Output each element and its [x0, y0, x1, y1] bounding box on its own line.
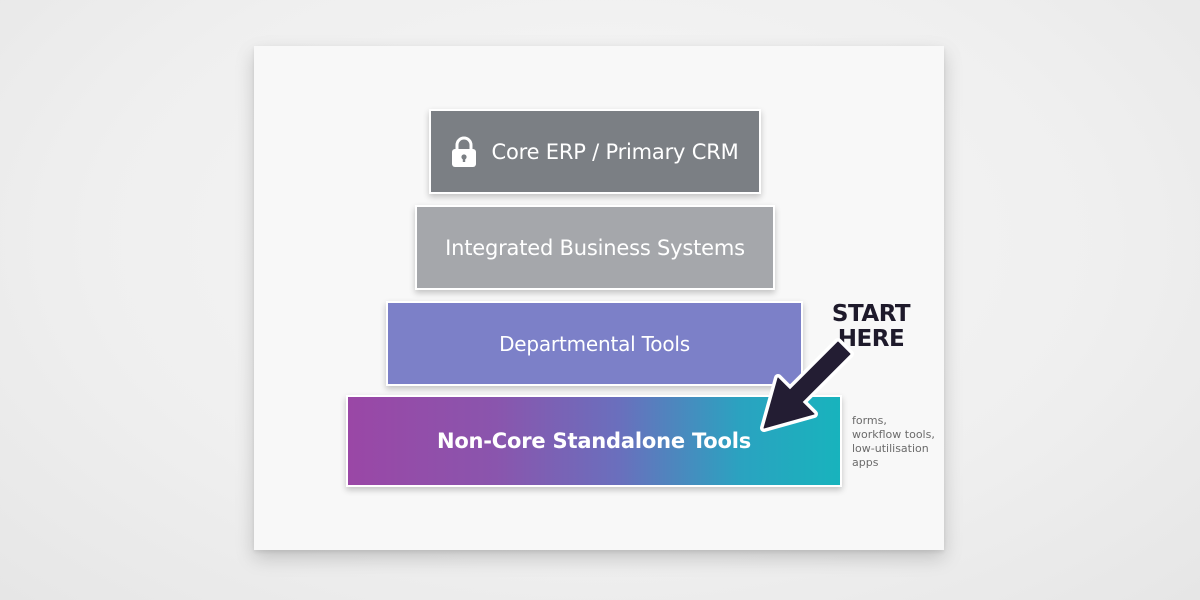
- tier-integrated-business-systems: Integrated Business Systems: [415, 205, 775, 290]
- note-line: apps: [852, 456, 879, 469]
- tier-non-core-standalone-tools: Non-Core Standalone Tools: [346, 395, 842, 487]
- tier-label: Core ERP / Primary CRM: [491, 139, 739, 164]
- tier-label: Integrated Business Systems: [445, 235, 745, 260]
- tier-label: Non-Core Standalone Tools: [436, 429, 752, 453]
- tier-departmental-tools: Departmental Tools: [386, 301, 803, 386]
- tier-label: Departmental Tools: [499, 331, 690, 356]
- note-line: workflow tools,: [852, 428, 935, 441]
- arrow-icon: [760, 338, 854, 432]
- tier-note: forms, workflow tools, low-utilisation a…: [852, 414, 952, 470]
- tier-core-erp: Core ERP / Primary CRM: [429, 109, 761, 194]
- note-line: low-utilisation: [852, 442, 929, 455]
- note-line: forms,: [852, 414, 887, 427]
- lock-icon: [452, 136, 477, 167]
- callout-line-1: START: [831, 301, 911, 327]
